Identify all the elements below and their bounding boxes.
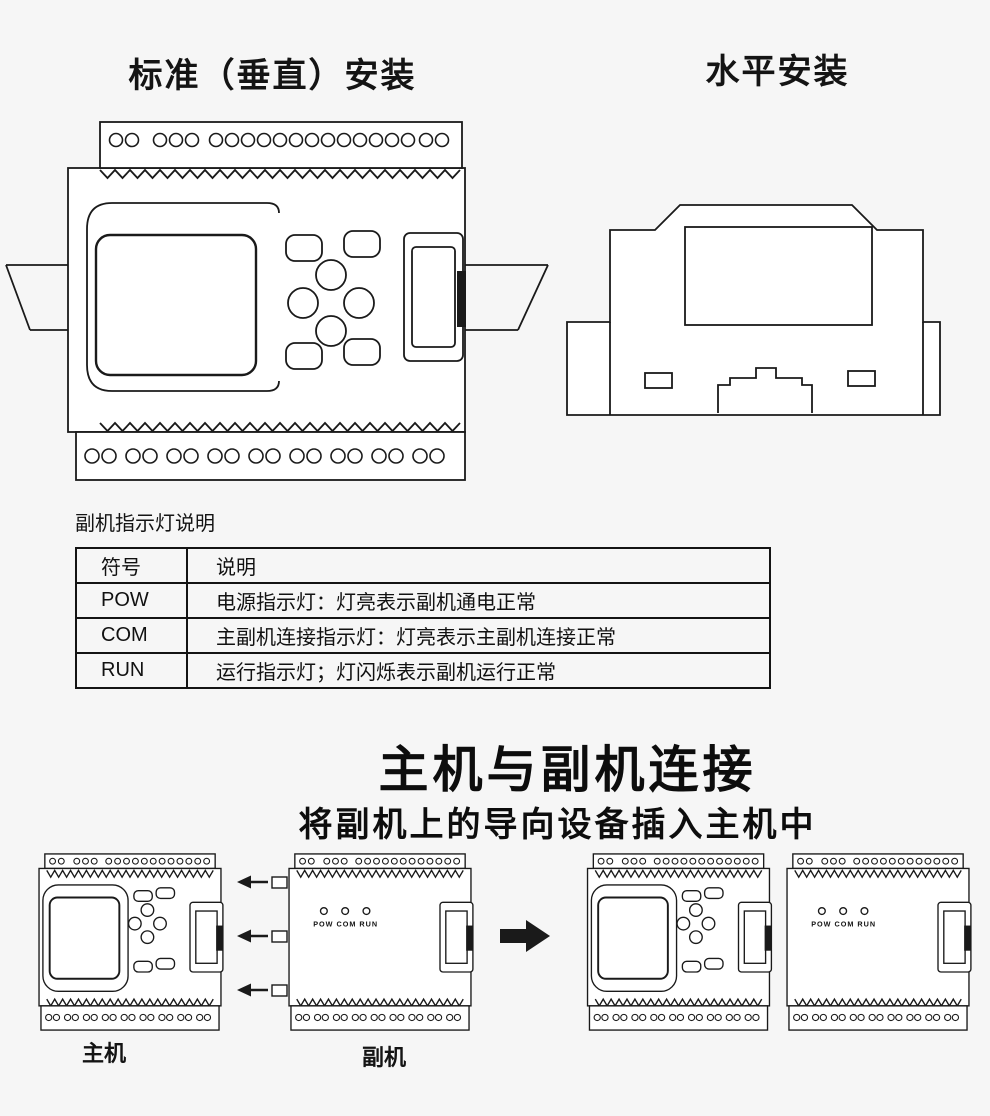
indicator-heading: 副机指示灯说明: [75, 513, 215, 535]
connection-subtitle: 将副机上的导向设备插入主机中: [298, 806, 817, 844]
master-module: [38, 852, 224, 1032]
merge-arrow-icon: [500, 920, 550, 952]
terminal-block-bottom: [75, 431, 466, 481]
table-header-row: 符号 说明: [75, 547, 771, 584]
vent-slots-bottom: [99, 421, 461, 433]
table-row: COM 主副机连接指示灯：灯亮表示主副机连接正常: [75, 617, 771, 654]
indicator-table: 符号 说明 POW 电源指示灯：灯亮表示副机通电正常 COM 主副机连接指示灯：…: [75, 547, 771, 689]
display-screen: [86, 202, 280, 392]
vertical-install-title: 标准（垂直）安装: [128, 58, 417, 95]
terminal-block-top: [99, 121, 463, 169]
combined-slave-module: [786, 853, 972, 1031]
combined-master-module: [586, 852, 773, 1032]
connection-title: 主机与副机连接: [378, 742, 757, 798]
insert-arrows: [237, 875, 268, 997]
profile-outline: [566, 204, 941, 416]
symbol-cell: RUN: [75, 652, 188, 689]
symbol-cell: POW: [75, 582, 188, 619]
master-module-label: 主机: [82, 1041, 127, 1066]
combined-modules: [586, 852, 972, 1032]
table-row: RUN 运行指示灯；灯闪烁表示副机运行正常: [75, 652, 771, 689]
symbol-cell: COM: [75, 617, 188, 654]
vertical-install-drawing: [5, 121, 549, 481]
profile-foot-right: [847, 370, 876, 387]
slave-module: [288, 853, 474, 1031]
horizontal-install-title: 水平安装: [705, 54, 850, 91]
slave-module-group: [237, 853, 474, 1031]
profile-body-rect: [684, 226, 873, 326]
expansion-connector: [403, 232, 466, 362]
horizontal-install-drawing: [566, 204, 941, 416]
profile-foot-left: [644, 372, 673, 389]
slave-module-label: 副机: [362, 1045, 407, 1070]
profile-inner-lines: [609, 322, 924, 415]
desc-cell: 运行指示灯；灯闪烁表示副机运行正常: [186, 652, 771, 689]
col-header-symbol: 符号: [75, 547, 188, 584]
din-rail-clip: [717, 367, 813, 413]
desc-cell: 主副机连接指示灯：灯亮表示主副机连接正常: [186, 617, 771, 654]
table-row: POW 电源指示灯：灯亮表示副机通电正常: [75, 582, 771, 619]
vent-slots-top: [99, 168, 461, 180]
desc-cell: 电源指示灯：灯亮表示副机通电正常: [186, 582, 771, 619]
connection-diagram: POW COM RUN: [38, 852, 972, 1032]
keypad: [285, 230, 381, 370]
col-header-desc: 说明: [186, 547, 771, 584]
guide-tabs: [271, 876, 288, 997]
